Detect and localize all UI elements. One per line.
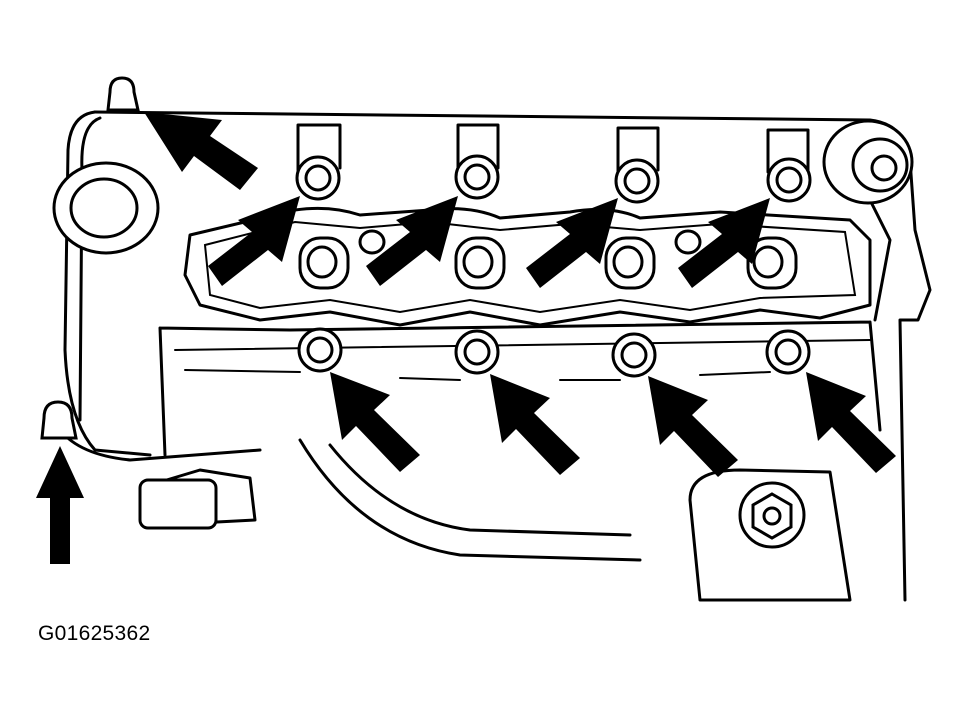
arrow-lower-bolt-4 (806, 372, 896, 473)
figure-id-label: G01625362 (38, 622, 151, 645)
mount-bracket (688, 468, 852, 602)
oil-filler-ring (52, 161, 160, 255)
arrow-upper-bolt-1 (208, 196, 300, 286)
arrow-top-fastener (144, 112, 258, 190)
upper-bolt-4 (766, 157, 812, 203)
lower-bolt-3 (611, 332, 657, 378)
upper-bolts (295, 154, 812, 204)
side-fastener-top (106, 76, 140, 112)
upper-bolt-2 (454, 154, 500, 200)
breather-fitting (822, 119, 914, 205)
arrow-left-fastener (36, 446, 84, 564)
arrow-lower-bolt-1 (330, 372, 420, 472)
lower-bolt-4 (765, 329, 811, 375)
lower-flange (158, 320, 882, 562)
lower-bolt-1 (297, 327, 343, 373)
upper-bolt-3 (614, 158, 660, 204)
lower-bolts (297, 327, 811, 378)
arrow-upper-bolt-4 (678, 198, 770, 288)
pointer-arrows (36, 112, 896, 564)
arrow-lower-bolt-3 (648, 376, 738, 477)
wiring-harness (58, 428, 262, 530)
side-fastener-left (40, 400, 78, 440)
coil-stems (296, 123, 810, 174)
arrow-upper-bolt-3 (526, 198, 618, 288)
arrow-upper-bolt-2 (366, 196, 458, 286)
lower-bolt-2 (454, 329, 500, 375)
upper-bolt-1 (295, 155, 341, 201)
arrow-lower-bolt-2 (490, 374, 580, 475)
coil-connectors (298, 229, 798, 290)
